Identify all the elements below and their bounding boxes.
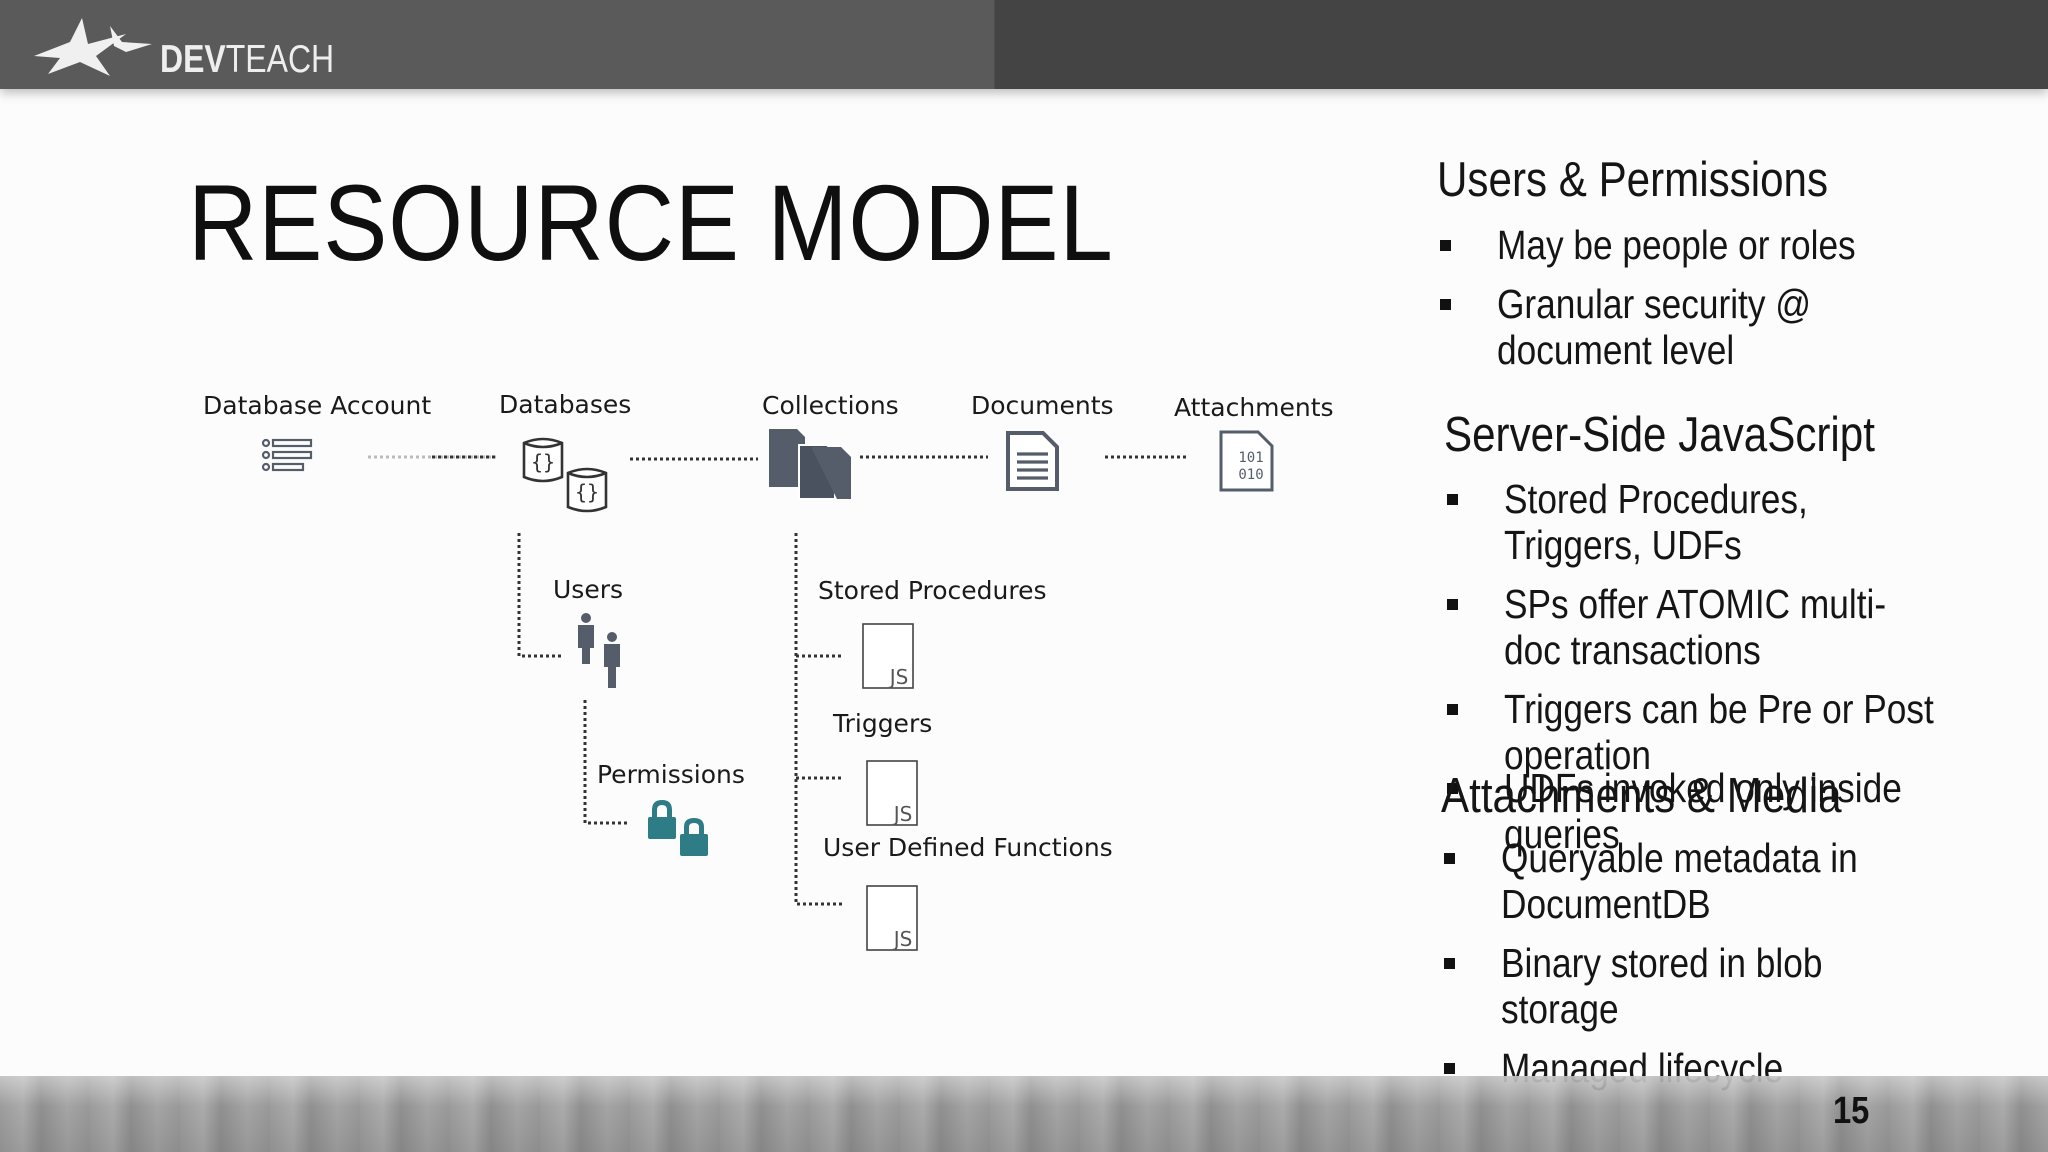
databases-icon: {} {} [522,437,608,513]
section-heading-users-permissions: Users & Permissions [1437,153,1829,207]
page-number: 15 [1833,1090,1870,1132]
list-item-text: Queryable metadata in DocumentDB [1501,835,1858,927]
list-item-text: UDFs invoked only inside queries [1504,765,1902,857]
list-item-text: Stored Procedures, Triggers, UDFs [1504,476,1808,568]
section-heading-attachments-media: Attachments & Media [1441,769,1842,823]
svg-text:{}: {} [575,480,599,504]
bullet-icon [1444,853,1455,864]
bullet-icon [1440,240,1451,251]
brand-light: TEACH [225,38,335,81]
list-item: SPs offer ATOMIC multi-doc transactions [1447,581,2048,673]
bullet-icon [1447,704,1458,715]
stored-procedure-js-icon: JS [862,623,914,689]
binary-attachment-icon: 101 010 [1219,430,1274,492]
bullet-icon [1440,299,1451,310]
list-item-text: Binary stored in blob storage [1501,940,1823,1032]
binary-glyph-top: 101 [1238,450,1263,466]
list-item: Binary stored in blob storage [1444,940,2001,1032]
header-bar: DEVTEACH [0,0,2048,89]
brand-wordmark: DEVTEACH [160,38,334,82]
list-item: UDFs invoked only inside queries [1447,765,2048,857]
document-icon [1006,431,1059,491]
binary-glyph-bottom: 010 [1238,467,1263,483]
connector-users-permissions [583,700,630,825]
js-glyph-udfs: JS [892,927,913,951]
bullet-icon [1447,494,1458,505]
list-item: Stored Procedures, Triggers, UDFs [1447,476,2048,568]
devteach-logo-icon [34,18,152,76]
list-item: Queryable metadata in DocumentDB [1444,835,2001,927]
collections-icon [769,429,851,500]
js-glyph-sprocs: JS [888,665,909,689]
section-heading-server-side-js: Server-Side JavaScript [1444,408,1875,462]
node-label-triggers: Triggers [833,709,933,738]
users-icon [578,613,620,688]
node-label-permissions: Permissions [597,760,745,789]
brand-bold: DEV [160,38,226,81]
node-label-users: Users [553,575,624,604]
node-label-databases: Databases [499,390,632,419]
list-item-text: Triggers can be Pre or Post operation [1504,686,1934,778]
node-label-attachments: Attachments [1174,393,1334,422]
list-item: Granular security @ document level [1440,281,1997,373]
page-title: RESOURCE MODEL [188,162,1114,283]
trigger-js-icon: JS [866,760,918,826]
node-label-user-defined-functions: User Defined Functions [823,833,1113,862]
node-label-stored-procedures: Stored Procedures [818,576,1047,605]
node-label-collections: Collections [762,391,899,420]
lock-icon [648,800,708,856]
list-item-text: May be people or roles [1497,222,1856,268]
footer-shade [0,1076,2048,1152]
bullet-icon [1447,783,1458,794]
list-item: May be people or roles [1440,222,1997,268]
bullet-icon [1444,1063,1455,1074]
bullet-icon [1444,958,1455,969]
list-item: Triggers can be Pre or Post operation [1447,686,2048,778]
js-glyph-triggers: JS [892,802,913,826]
udf-js-icon: JS [866,885,918,951]
bullet-icon [1447,599,1458,610]
svg-text:{}: {} [531,450,555,474]
node-label-database-account: Database Account [203,391,432,420]
section-list-attachments-media: Queryable metadata in DocumentDB Binary … [1444,835,2001,1104]
section-list-server-side-js: Stored Procedures, Triggers, UDFs SPs of… [1447,476,2048,870]
section-list-users-permissions: May be people or roles Granular security… [1440,222,1997,386]
database-account-icon [261,438,313,472]
list-item-text: SPs offer ATOMIC multi-doc transactions [1504,581,1887,673]
connector-databases-users [517,533,563,658]
list-item-text: Granular security @ document level [1497,281,1812,373]
node-label-documents: Documents [971,391,1114,420]
